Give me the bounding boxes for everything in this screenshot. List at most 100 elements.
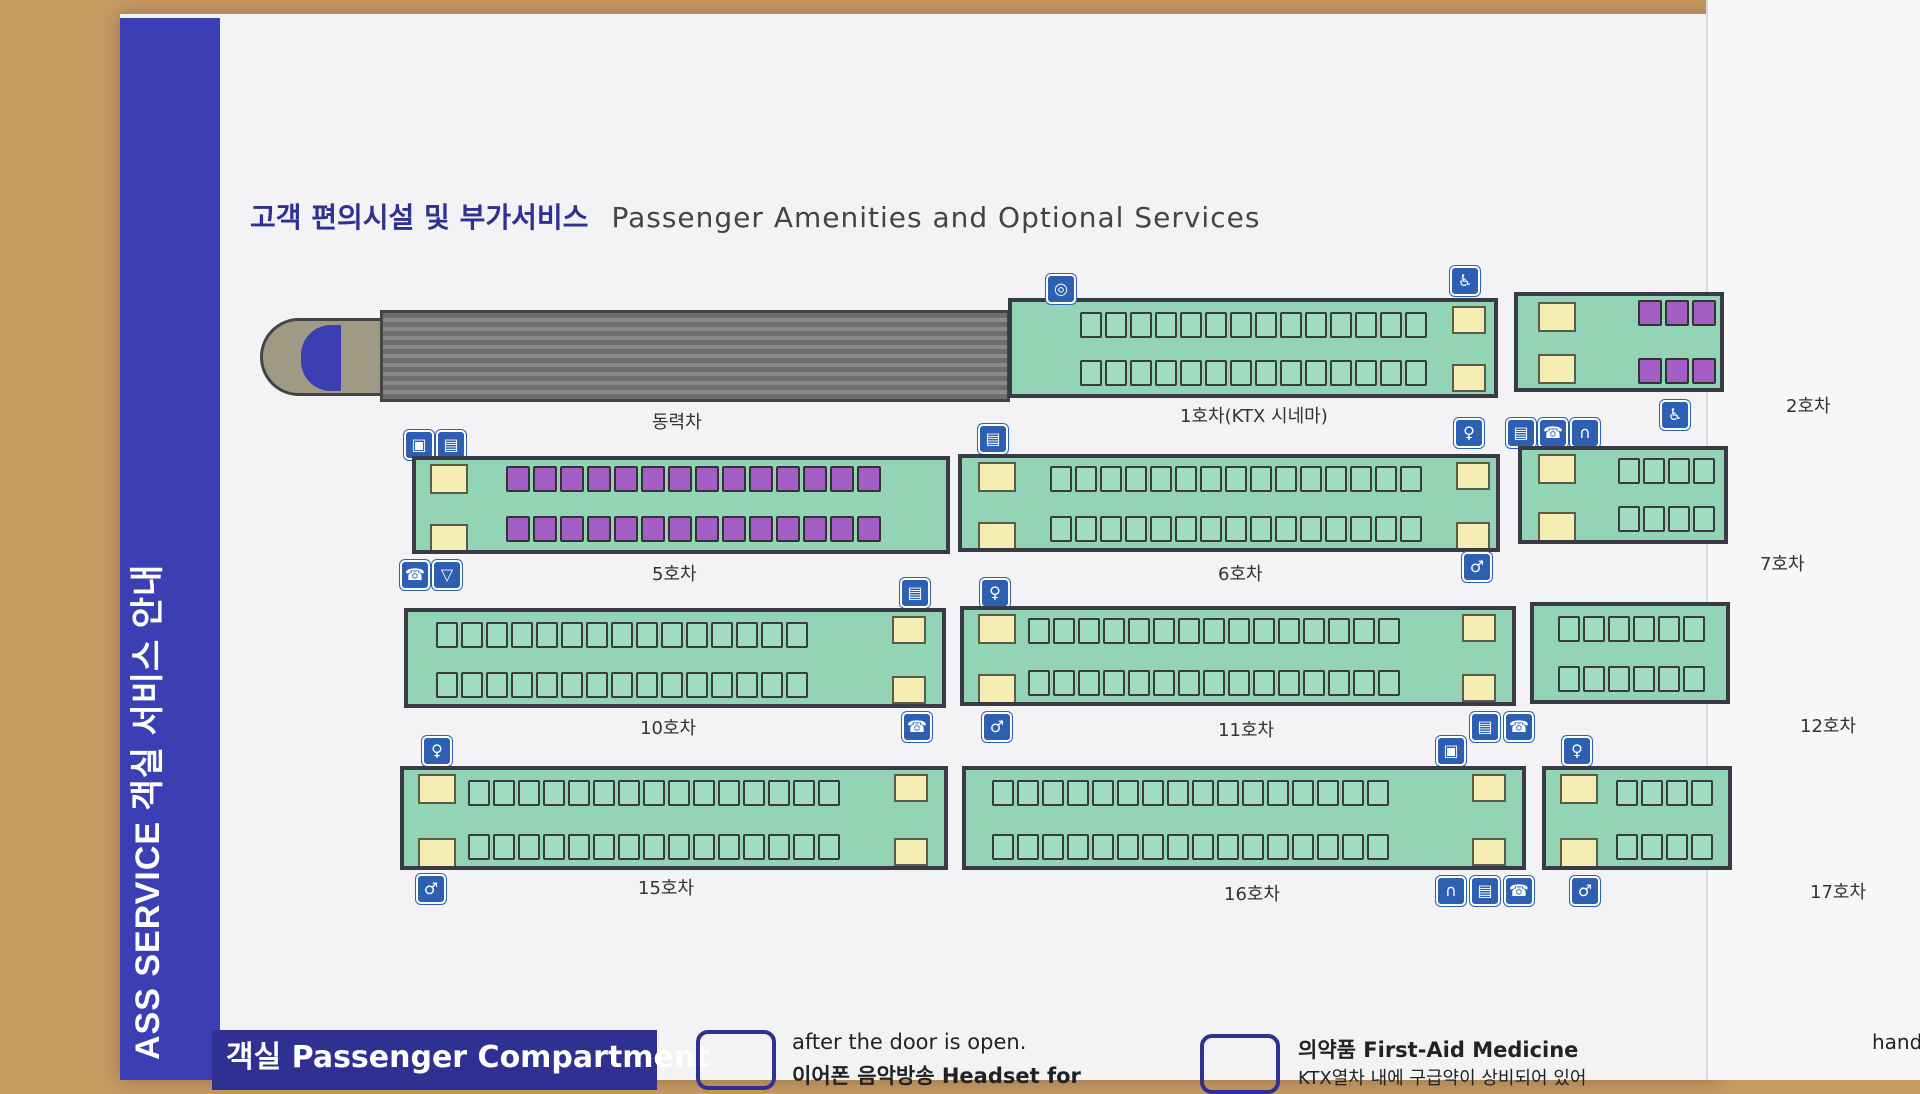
seat — [533, 466, 557, 492]
seat — [693, 834, 715, 860]
seat — [1253, 618, 1275, 644]
seat — [1050, 466, 1072, 492]
seat-row — [1028, 618, 1400, 644]
seat — [1075, 516, 1097, 542]
seat — [1180, 360, 1202, 386]
seat — [560, 466, 584, 492]
seat — [1616, 780, 1638, 806]
luggage-rack-area — [1538, 354, 1576, 384]
seat-row — [1558, 616, 1705, 642]
page-heading: 고객 편의시설 및 부가서비스 Passenger Amenities and … — [250, 196, 1260, 236]
seat — [736, 622, 758, 648]
seat — [468, 780, 490, 806]
seat — [1180, 312, 1202, 338]
luggage-rack-area — [978, 462, 1016, 492]
seat — [1267, 780, 1289, 806]
passenger-compartment-banner: 객실 Passenger Compartment — [212, 1030, 710, 1090]
power-car-label: 동력차 — [652, 412, 702, 433]
luggage-icon: ▤ — [978, 424, 1008, 454]
heading-english: Passenger Amenities and Optional Service… — [611, 201, 1261, 234]
seat — [1275, 466, 1297, 492]
seat — [857, 466, 881, 492]
luggage-rack-area — [1472, 838, 1506, 866]
seat — [818, 834, 840, 860]
seat-row — [468, 834, 840, 860]
seat — [1693, 458, 1715, 484]
seat — [1405, 312, 1427, 338]
seat — [1250, 516, 1272, 542]
seat — [1050, 516, 1072, 542]
luggage-rack-area — [894, 838, 928, 866]
door-open-text: after the door is open. — [792, 1030, 1027, 1054]
seat-row — [1558, 666, 1705, 692]
seat — [1303, 670, 1325, 696]
seat — [1192, 780, 1214, 806]
seat — [1633, 666, 1655, 692]
luggage-rack-area — [894, 774, 928, 802]
seat — [1178, 618, 1200, 644]
seat — [641, 466, 665, 492]
luggage-rack-area — [978, 674, 1016, 702]
seat — [511, 622, 533, 648]
seat-row — [506, 516, 881, 542]
restroom-icon: ♀ — [1454, 418, 1484, 448]
seat — [1380, 360, 1402, 386]
seat — [1643, 506, 1665, 532]
seat — [992, 780, 1014, 806]
seat — [1125, 516, 1147, 542]
medicine-subtext: KTX열차 내에 구급약이 상비되어 있어 — [1298, 1068, 1587, 1089]
seat — [661, 622, 683, 648]
luggage-rack-area — [1462, 614, 1496, 642]
seat — [1330, 312, 1352, 338]
seat — [793, 834, 815, 860]
seat — [761, 672, 783, 698]
seat — [1042, 834, 1064, 860]
luggage-rack-area — [1560, 774, 1598, 804]
seat — [1583, 616, 1605, 642]
car-10-diagram — [404, 608, 946, 708]
headphone-icon: ∩ — [1570, 418, 1600, 448]
luggage-icon: ▤ — [900, 578, 930, 608]
seat — [568, 780, 590, 806]
seat — [436, 622, 458, 648]
seat — [1242, 834, 1264, 860]
seat — [1225, 516, 1247, 542]
seat — [1205, 312, 1227, 338]
seat — [686, 672, 708, 698]
seat — [743, 780, 765, 806]
car-16-label: 16호차 — [1224, 884, 1281, 905]
seat — [768, 834, 790, 860]
seat — [830, 516, 854, 542]
seat — [668, 834, 690, 860]
seat-row — [1616, 780, 1713, 806]
seat — [1668, 458, 1690, 484]
seat — [1292, 780, 1314, 806]
seat — [695, 516, 719, 542]
seat — [768, 780, 790, 806]
luggage-rack-area — [418, 838, 456, 866]
seat-row — [436, 622, 808, 648]
seat — [1608, 666, 1630, 692]
seat — [1075, 466, 1097, 492]
seat — [1078, 670, 1100, 696]
seat — [636, 622, 658, 648]
seat — [776, 516, 800, 542]
seat — [857, 516, 881, 542]
seat — [1665, 300, 1689, 326]
seat — [1228, 670, 1250, 696]
seat — [1092, 780, 1114, 806]
luggage-rack-area — [892, 676, 926, 704]
seat — [818, 780, 840, 806]
seat — [1350, 516, 1372, 542]
car-17-diagram — [1542, 766, 1732, 870]
seat — [1643, 458, 1665, 484]
seat — [1683, 666, 1705, 692]
seat — [1378, 618, 1400, 644]
car-15-diagram — [400, 766, 948, 870]
seat — [1053, 670, 1075, 696]
first-aid-icon — [1200, 1034, 1280, 1094]
seat — [1080, 312, 1102, 338]
seat — [1641, 780, 1663, 806]
seat — [461, 672, 483, 698]
seat — [749, 516, 773, 542]
